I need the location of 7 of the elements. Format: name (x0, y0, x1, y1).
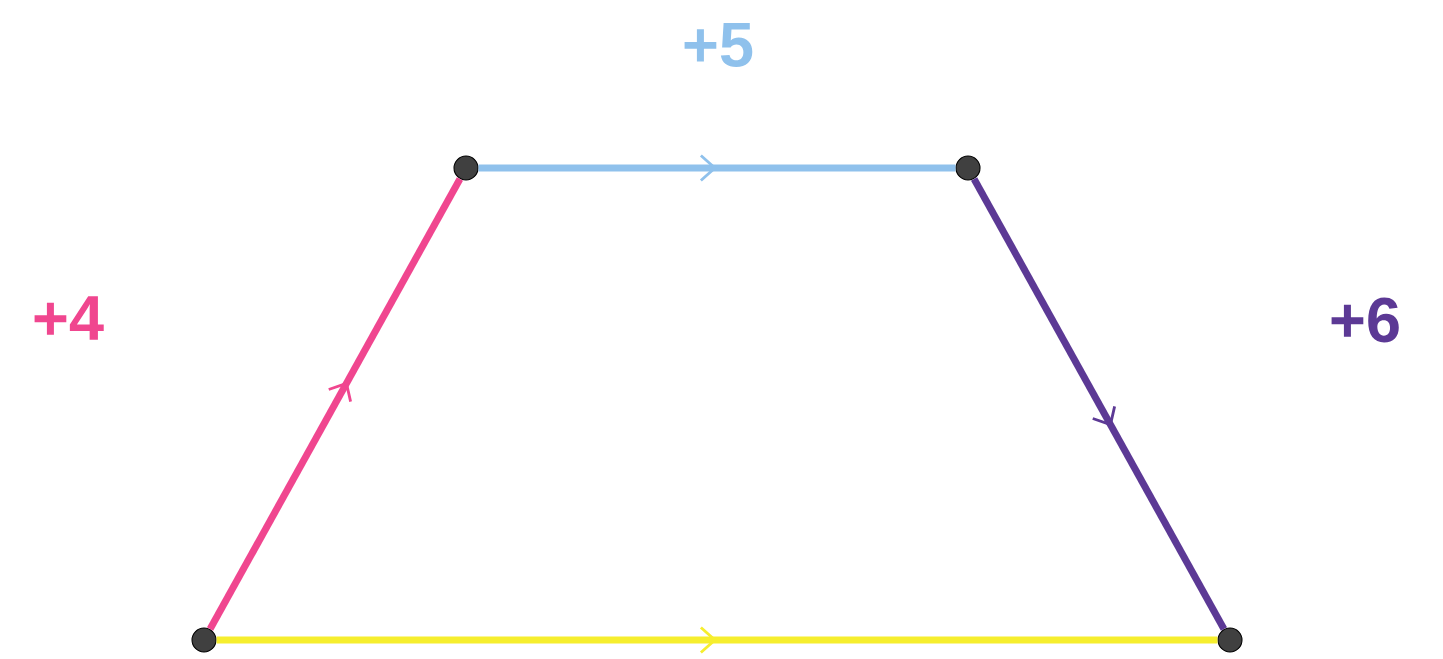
dot (453, 155, 479, 181)
dot (191, 627, 217, 653)
edge-label: +4 (28, 292, 108, 344)
dot (1217, 627, 1243, 653)
dot (955, 155, 981, 181)
edge-label: +6 (1325, 294, 1405, 346)
edge-label: +5 (678, 19, 758, 71)
